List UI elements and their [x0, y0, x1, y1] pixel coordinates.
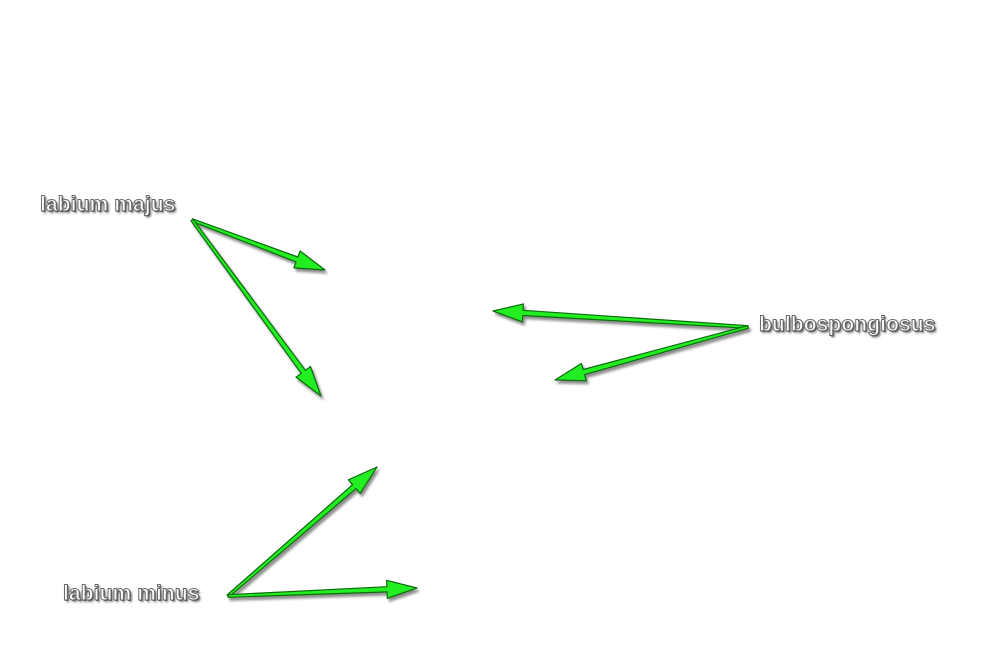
arrow-labium-majus-lower — [190, 218, 322, 397]
arrow-labium-majus-upper — [190, 218, 326, 271]
label-labium-majus: labium majus — [39, 193, 176, 217]
label-bulbospongiosus: bulbospongiosus — [758, 313, 936, 337]
arrow-labium-minus-upper — [226, 466, 378, 598]
label-labium-minus: labium minus — [63, 582, 200, 606]
arrow-bulbospongiosus-upper — [492, 303, 749, 329]
arrow-labium-minus-lower — [227, 579, 418, 599]
arrow-bulbospongiosus-lower — [554, 325, 749, 382]
